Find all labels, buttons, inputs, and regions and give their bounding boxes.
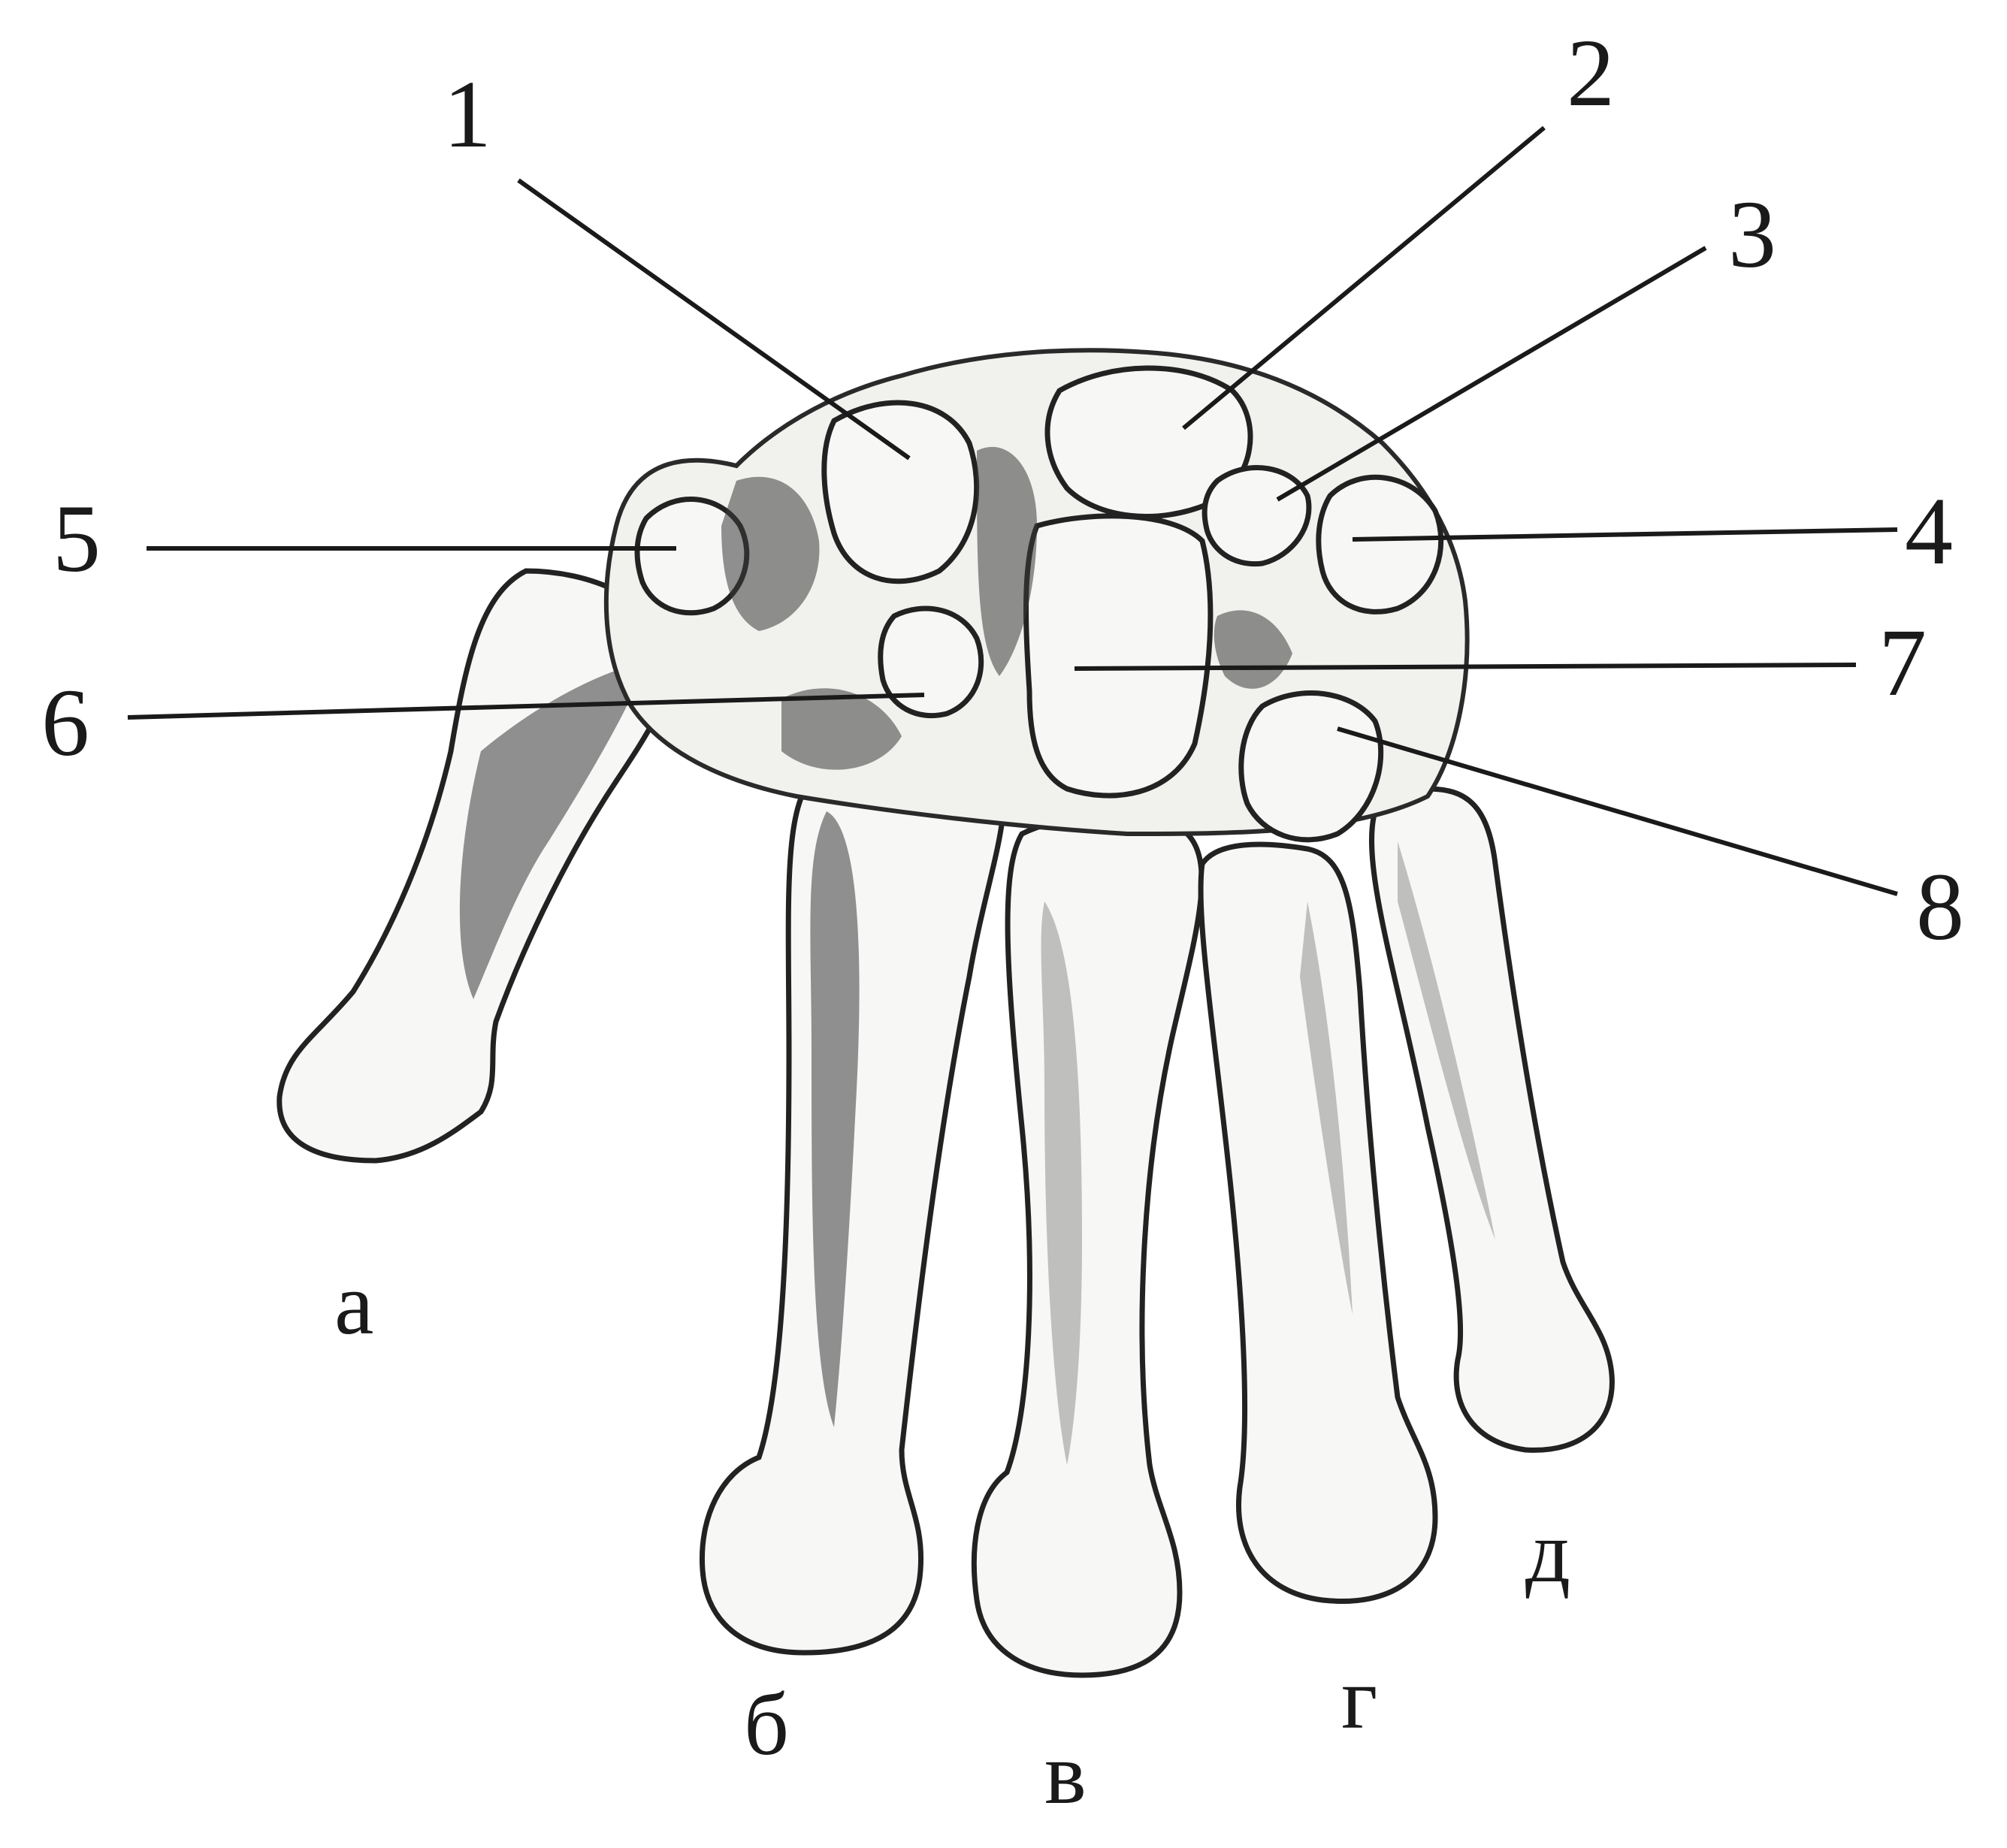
callout-2: 2 bbox=[1567, 20, 1615, 126]
leader-3 bbox=[1277, 248, 1706, 500]
callout-3: 3 bbox=[1728, 181, 1776, 288]
carpal-bones bbox=[606, 350, 1467, 840]
carpal-bone-4 bbox=[1319, 477, 1441, 611]
carpal-bone-7 bbox=[1026, 516, 1211, 796]
carpal-bone-8 bbox=[1241, 693, 1381, 840]
metacarpal-d bbox=[1371, 789, 1612, 1450]
leader-1 bbox=[518, 180, 909, 458]
callout-1: 1 bbox=[443, 61, 491, 168]
leader-2 bbox=[1183, 128, 1544, 428]
callout-7: 7 bbox=[1879, 609, 1927, 716]
callout-6: 6 bbox=[41, 669, 89, 776]
digit-label-g: г bbox=[1341, 1649, 1377, 1747]
digit-label-v: в bbox=[1044, 1724, 1087, 1822]
carpal-bone-1 bbox=[824, 403, 977, 581]
callout-4: 4 bbox=[1905, 478, 1953, 584]
metacarpal-v bbox=[974, 817, 1201, 1676]
digit-label-b: б bbox=[744, 1675, 789, 1774]
digit-label-d: д bbox=[1525, 1502, 1570, 1601]
callout-8: 8 bbox=[1916, 853, 1964, 960]
digit-label-a: а bbox=[334, 1255, 373, 1353]
carpal-bone-6 bbox=[881, 608, 981, 716]
metacarpal-b bbox=[702, 758, 1003, 1653]
callout-5: 5 bbox=[53, 485, 101, 592]
